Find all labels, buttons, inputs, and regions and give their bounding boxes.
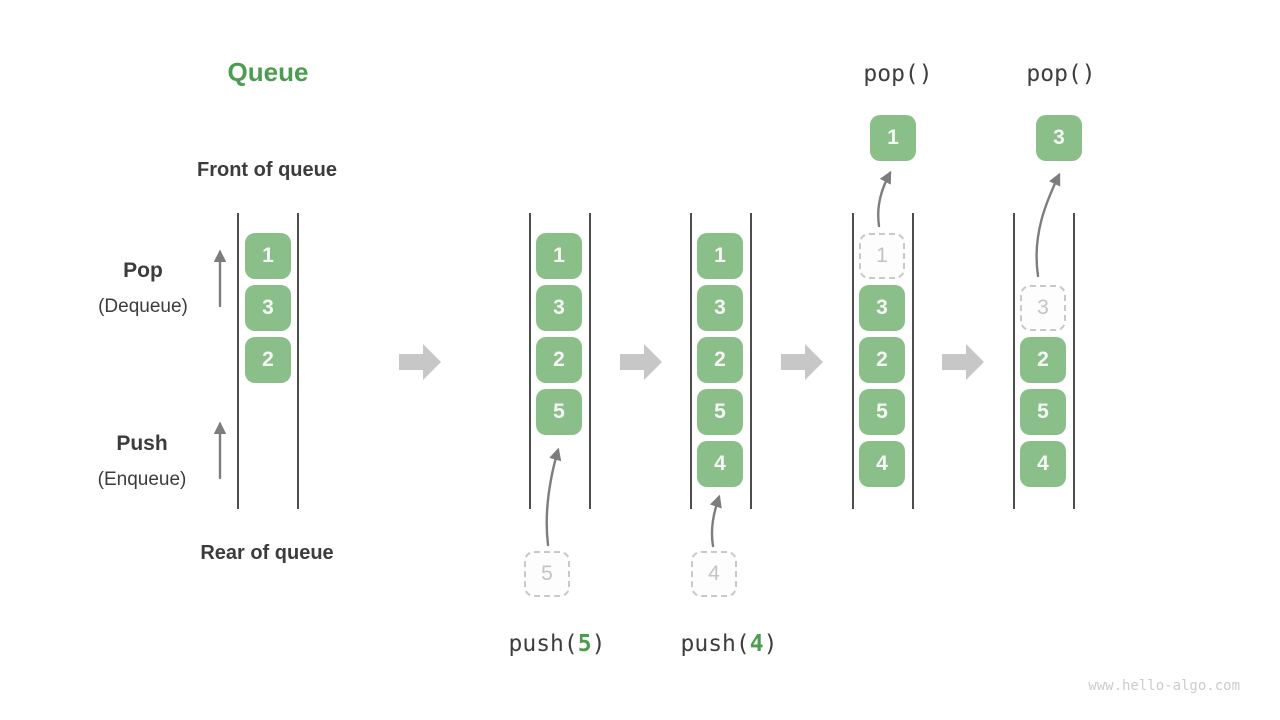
push4-insert-arrow-icon: [709, 494, 722, 548]
queue-cell: 1: [245, 233, 291, 279]
queue-cell: 5: [697, 389, 743, 435]
removed-cell-ghost: 3: [1020, 285, 1066, 331]
pop-call-label-2: pop(): [1026, 61, 1096, 87]
queue-cell: 2: [245, 337, 291, 383]
queue2-wall-right: [589, 213, 591, 509]
push5-arg: 5: [577, 631, 592, 657]
queue-cell: 5: [536, 389, 582, 435]
queue5-wall-right: [1073, 213, 1075, 509]
state-transition-right-arrow-icon: [399, 344, 441, 380]
enqueue-label: (Enqueue): [97, 469, 187, 490]
queue-cell: 5: [859, 389, 905, 435]
dequeue-label: (Dequeue): [98, 296, 188, 317]
push4-close: ): [763, 631, 778, 657]
queue3-wall-right: [750, 213, 752, 509]
pop-label: Pop: [123, 259, 163, 282]
front-of-queue-label: Front of queue: [197, 159, 337, 181]
queue3-wall-left: [690, 213, 692, 509]
push5-close: ): [591, 631, 606, 657]
queue5-wall-left: [1013, 213, 1015, 509]
queue4-wall-left: [852, 213, 854, 509]
pop-call-label-1: pop(): [863, 61, 933, 87]
push4-fn: push(: [680, 631, 750, 657]
push4-arg: 4: [749, 631, 764, 657]
queue-cell: 1: [697, 233, 743, 279]
queue2-wall-left: [529, 213, 531, 509]
push5-fn: push(: [508, 631, 578, 657]
diagram-title: Queue: [227, 57, 309, 87]
removed-cell-ghost: 1: [859, 233, 905, 279]
state-transition-right-arrow-icon: [781, 344, 823, 380]
popped-cell: 1: [870, 115, 916, 161]
queue-cell: 4: [1020, 441, 1066, 487]
queue-cell: 3: [859, 285, 905, 331]
push-call-label-4: push(4): [659, 631, 799, 657]
push5-insert-arrow-icon: [545, 447, 562, 547]
pop1-remove-arrow-icon: [877, 170, 892, 228]
watermark: www.hello-algo.com: [1088, 678, 1240, 694]
push-call-label-5: push(5): [487, 631, 627, 657]
state-transition-right-arrow-icon: [620, 344, 662, 380]
state-transition-right-arrow-icon: [942, 344, 984, 380]
queue1-wall-left: [237, 213, 239, 509]
queue-cell: 3: [697, 285, 743, 331]
incoming-cell-ghost: 5: [524, 551, 570, 597]
queue4-wall-right: [912, 213, 914, 509]
queue-cell: 1: [536, 233, 582, 279]
rear-of-queue-label: Rear of queue: [200, 542, 334, 564]
queue-cell: 2: [859, 337, 905, 383]
queue-cell: 2: [536, 337, 582, 383]
queue-cell: 3: [536, 285, 582, 331]
push-label: Push: [116, 432, 168, 455]
queue1-wall-right: [297, 213, 299, 509]
queue-cell: 2: [1020, 337, 1066, 383]
pop2-remove-arrow-icon: [1035, 172, 1061, 278]
incoming-cell-ghost: 4: [691, 551, 737, 597]
popped-cell: 3: [1036, 115, 1082, 161]
queue-cell: 4: [697, 441, 743, 487]
queue-cell: 3: [245, 285, 291, 331]
queue-cell: 5: [1020, 389, 1066, 435]
queue-cell: 2: [697, 337, 743, 383]
queue-cell: 4: [859, 441, 905, 487]
